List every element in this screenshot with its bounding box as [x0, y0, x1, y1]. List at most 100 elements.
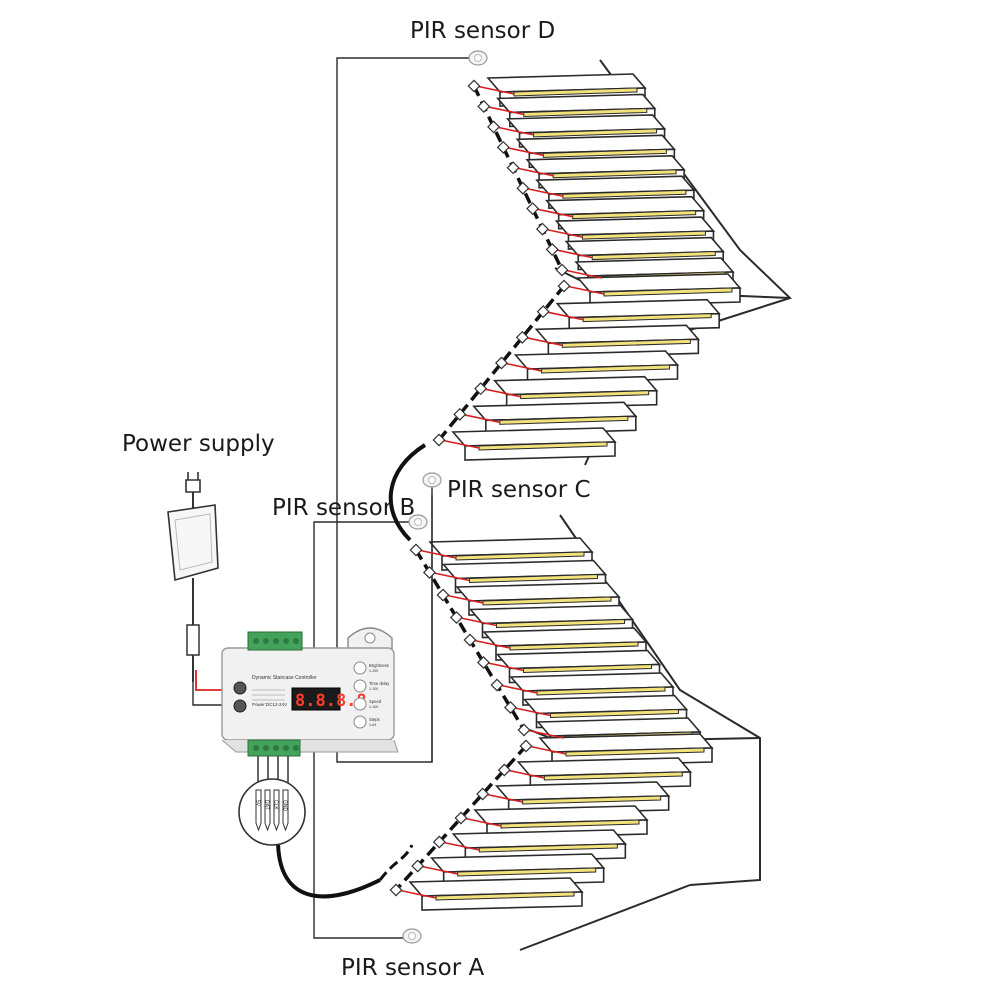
display-digits: 8.8.8.8: [295, 691, 367, 711]
led-feed-wire: [484, 793, 523, 803]
led-strip: [523, 107, 648, 117]
led-feed-wire: [525, 729, 565, 739]
controller-button-range: 1-64: [369, 723, 376, 727]
step-connector: [409, 543, 423, 557]
led-strip: [542, 148, 667, 158]
data-cable-upper: [388, 443, 427, 542]
controller-mount-hole: [364, 632, 376, 644]
bottom-flight-base: [519, 884, 691, 951]
staircase-controller: Dynamic Staircase Controller Power:DC12-…: [221, 627, 399, 790]
adapter-face: [174, 513, 213, 571]
pin-tip: [273, 789, 280, 832]
step-connector: [474, 382, 488, 396]
pin-label: DAT: [264, 800, 270, 810]
led-strip: [482, 596, 612, 606]
led-feed-wire: [462, 817, 502, 827]
sensor-port-1: [233, 681, 247, 695]
led-feed-wire: [471, 639, 511, 649]
step-connector: [557, 279, 571, 293]
pir-sensor-lens: [428, 476, 436, 484]
step-connector: [463, 633, 477, 647]
label-pir-b: PIR sensor B: [272, 495, 415, 521]
led-strip: [550, 708, 679, 719]
controller-button-label: Speed: [369, 699, 382, 704]
dc-red-wire: [195, 670, 232, 691]
controller-button: [353, 715, 367, 729]
dc-jack: [186, 624, 200, 656]
step-connector: [497, 763, 511, 777]
controller-button-range: 1-100: [369, 687, 378, 691]
led-strip: [499, 415, 629, 425]
led-strip: [478, 441, 608, 451]
led-feed-wire: [506, 769, 545, 779]
step-connector: [503, 700, 518, 715]
led-strip: [582, 313, 712, 323]
led-strip: [469, 573, 598, 584]
pir-sensor-a: [402, 928, 422, 944]
led-strip: [523, 663, 652, 674]
pir-sensor-lens: [408, 932, 416, 940]
led-feed-wire: [545, 310, 584, 321]
step-connector: [411, 859, 425, 873]
led-feed-wire: [527, 745, 567, 755]
led-strip: [591, 251, 716, 261]
data-cable: [276, 839, 381, 899]
controller-title: Dynamic Staircase Controller: [252, 675, 317, 681]
led-feed-wire: [495, 126, 534, 136]
led-strip: [435, 891, 575, 901]
screw: [263, 638, 269, 644]
step-connector: [535, 222, 549, 236]
led-feed-wire: [485, 105, 524, 116]
controller-button: [353, 679, 367, 693]
led-feed-wire: [498, 684, 538, 694]
led-strip: [500, 819, 640, 829]
step-connector: [515, 330, 529, 344]
pin-label: 5V: [255, 800, 261, 807]
led-display: [291, 687, 341, 711]
led-strip: [520, 390, 650, 400]
led-feed-wire: [444, 594, 484, 604]
step-connector: [555, 263, 569, 277]
led-strip: [552, 169, 677, 179]
controller-button-label: Steps: [369, 717, 380, 722]
led-feed-wire: [475, 85, 515, 95]
led-feed-wire: [505, 146, 544, 157]
label-power-supply: Power supply: [122, 431, 275, 457]
step-connector: [517, 723, 531, 737]
step-connector: [516, 181, 530, 195]
led-feed-wire: [461, 413, 500, 424]
led-feed-wire: [485, 661, 524, 672]
led-strip: [603, 287, 733, 297]
step-connector: [449, 610, 464, 625]
step-connector: [389, 883, 403, 897]
step-connectors: [389, 79, 605, 899]
power-supply-unit: [167, 472, 232, 691]
screw: [273, 745, 279, 751]
led-strip: [513, 87, 638, 97]
led-strip: [581, 230, 706, 240]
pir-sensor-d: [468, 50, 488, 66]
screw: [293, 745, 299, 751]
labels: Power supply PIR sensor A PIR sensor B P…: [122, 18, 591, 981]
pin-tip: [255, 789, 262, 832]
step-connector: [519, 739, 533, 753]
step-connector: [453, 407, 467, 421]
led-strip: [533, 128, 658, 138]
step-connector: [496, 140, 510, 154]
step-connector: [467, 79, 481, 93]
controller-button: [353, 661, 367, 675]
pir-sensor-c: [422, 472, 442, 488]
step-connector: [422, 565, 437, 580]
controller-button: [353, 697, 367, 711]
step-connector: [526, 202, 540, 216]
pin-label: GND: [282, 800, 288, 812]
led-feed-wire: [441, 841, 480, 851]
pin-label: CLK: [273, 800, 279, 810]
led-strip: [572, 210, 697, 220]
led-strip: [565, 747, 705, 757]
led-feed-wire: [524, 187, 564, 198]
step-connector: [545, 243, 559, 257]
led-feed-wire: [503, 362, 542, 372]
